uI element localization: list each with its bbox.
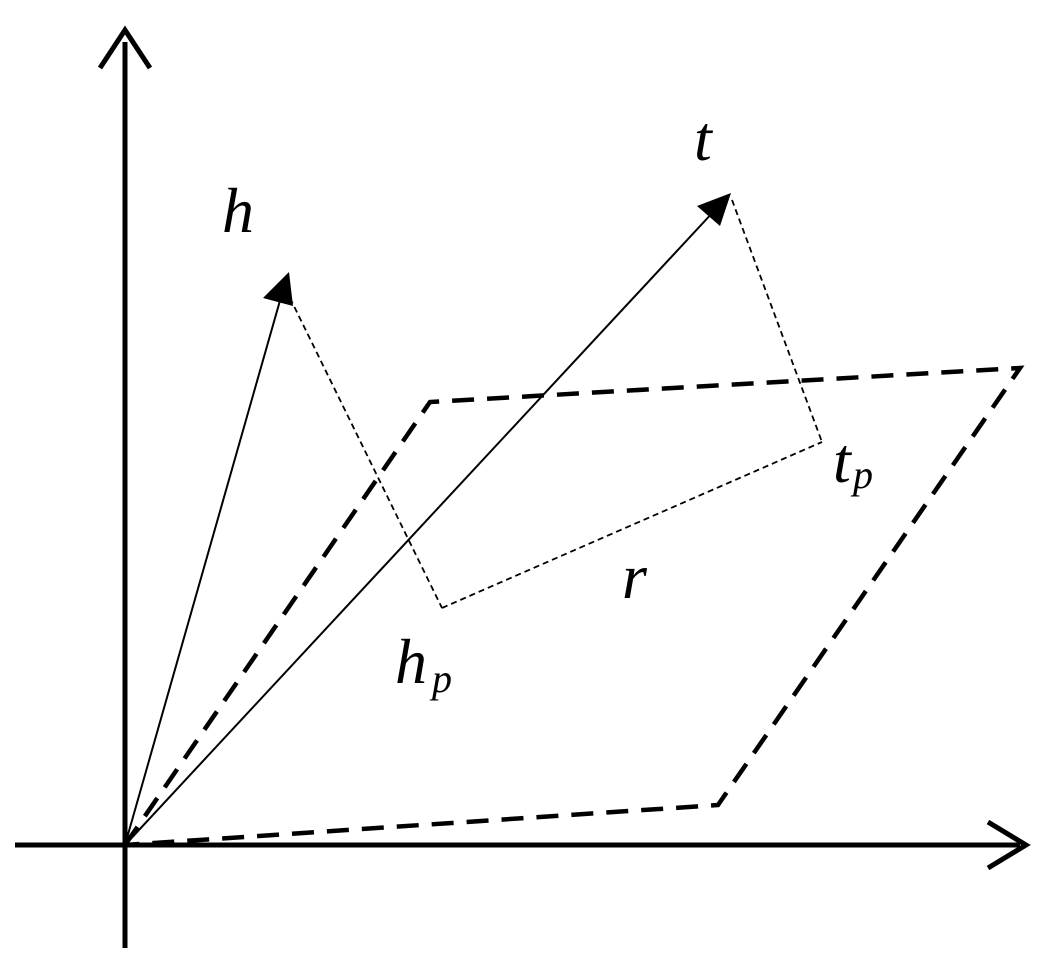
projection-h-to-hp	[289, 297, 443, 609]
relation-r-vector	[441, 441, 823, 609]
label-r: r	[622, 541, 648, 612]
relation-plane	[120, 365, 1025, 848]
label-tp-subscript: p	[850, 452, 873, 497]
vector-t-arrowhead	[697, 193, 731, 226]
label-tp: t p	[833, 425, 873, 497]
label-hp-subscript: p	[429, 656, 452, 701]
label-tp-base: t	[833, 425, 853, 496]
y-axis-arrowhead	[97, 25, 153, 70]
label-hp: h p	[395, 626, 452, 701]
label-t: t	[694, 103, 714, 174]
vector-h-arrowhead	[263, 272, 293, 306]
label-h: h	[222, 175, 254, 246]
x-axis-arrowhead	[986, 819, 1031, 871]
vector-h	[124, 289, 284, 846]
vector-t	[124, 209, 716, 846]
label-hp-base: h	[395, 626, 427, 697]
projection-t-to-tp	[731, 199, 823, 443]
